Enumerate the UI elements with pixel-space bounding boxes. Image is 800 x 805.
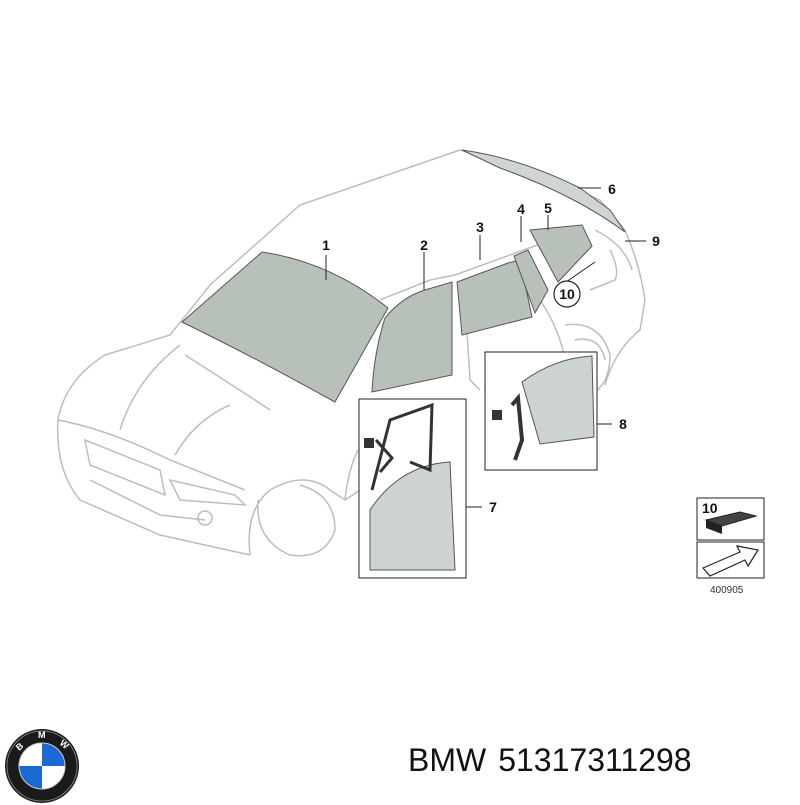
legend-panel: 10 400905 bbox=[696, 497, 765, 596]
brand-name: BMW bbox=[408, 742, 487, 778]
callout-9: 9 bbox=[652, 233, 660, 249]
callout-8: 8 bbox=[619, 416, 627, 432]
callout-7: 7 bbox=[489, 499, 497, 515]
quarter-glass bbox=[529, 224, 593, 283]
part-caption: BMW 51317311298 bbox=[408, 742, 704, 779]
callout-5: 5 bbox=[544, 200, 552, 216]
bmw-logo-letter-m: M bbox=[38, 730, 46, 740]
glass-panels bbox=[181, 149, 626, 403]
callout-2: 2 bbox=[420, 237, 428, 253]
legend-code: 400905 bbox=[710, 585, 744, 596]
rear-fixed-glass bbox=[513, 249, 549, 315]
callout-1: 1 bbox=[322, 237, 330, 253]
bmw-logo-quadrants bbox=[18, 742, 66, 790]
callout-10: 10 bbox=[559, 286, 575, 302]
detail-box-rear-regulator bbox=[484, 351, 598, 471]
callout-6: 6 bbox=[608, 181, 616, 197]
callout-4: 4 bbox=[517, 201, 525, 217]
bmw-logo: B M W bbox=[5, 729, 79, 803]
car-outline bbox=[56, 149, 646, 557]
legend-number: 10 bbox=[702, 500, 718, 516]
callout-3: 3 bbox=[476, 219, 484, 235]
rear-window-glass bbox=[461, 149, 626, 233]
front-door-glass bbox=[371, 281, 453, 393]
callout-labels: 1 2 3 4 5 6 7 8 9 10 bbox=[322, 181, 660, 515]
windshield-glass bbox=[181, 251, 389, 403]
part-number: 51317311298 bbox=[498, 742, 692, 778]
bmw-logo-letter-b: B bbox=[14, 740, 26, 752]
callout-10-circle bbox=[553, 280, 581, 308]
leader-lines bbox=[325, 187, 646, 508]
detail-box-front-regulator bbox=[358, 398, 467, 579]
